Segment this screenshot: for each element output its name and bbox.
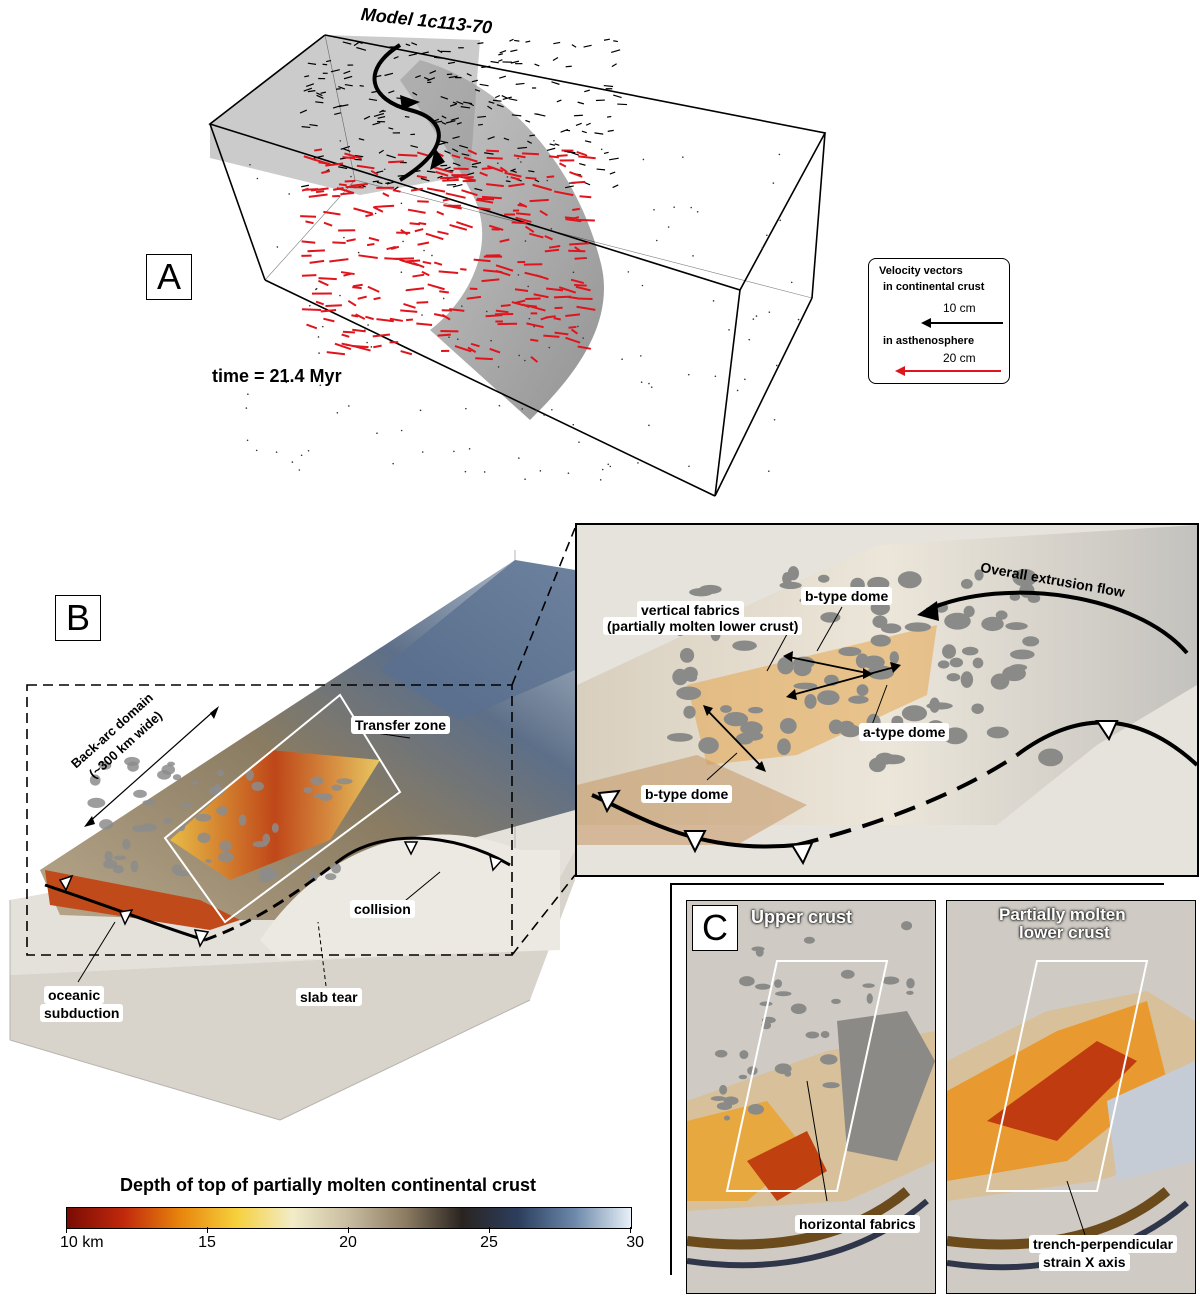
colorbar-tick-mark <box>348 1227 349 1233</box>
lower-crust-map-graphic <box>947 960 1195 1271</box>
partially-molten-lower-crust-map: Partially molten lower crust trench-perp… <box>946 900 1196 1294</box>
colorbar-tick-mark <box>66 1227 67 1233</box>
panel-b-letter: B <box>55 595 101 641</box>
upper-crust-map-graphic <box>687 921 935 1269</box>
flow-path-arrow <box>372 43 441 182</box>
vertical-fabrics-label-line2: (partially molten lower crust) <box>603 617 803 635</box>
depth-map-3d <box>9 527 576 1121</box>
panel-a-letter: A <box>146 254 192 300</box>
a-type-dome-label: a-type dome <box>859 723 950 741</box>
time-label: time = 21.4 Myr <box>212 366 342 386</box>
legend-crust-scale: 10 cm <box>943 301 976 315</box>
lower-crust-title-line2: lower crust <box>1019 923 1110 942</box>
colorbar: Depth of top of partially molten contine… <box>60 1175 644 1275</box>
panel-c-letter: C <box>692 905 738 951</box>
model-box-3d <box>208 34 827 497</box>
colorbar-gradient <box>66 1207 632 1229</box>
legend-asthenosphere-arrow <box>895 366 1001 376</box>
crust-velocity-vectors <box>245 38 800 481</box>
colorbar-tick-label: 30 <box>626 1234 644 1251</box>
strain-label-line2: strain X axis <box>1039 1253 1130 1271</box>
legend-asthenosphere-label: in asthenosphere <box>883 335 975 347</box>
colorbar-tick-label: 25 <box>480 1234 498 1251</box>
panel-c: Upper crust horizontal fabrics Partially… <box>670 883 1200 1297</box>
velocity-legend: Velocity vectors in continental crust 10… <box>868 258 1010 384</box>
colorbar-tick-label: 10 km <box>60 1234 104 1251</box>
colorbar-title: Depth of top of partially molten contine… <box>120 1175 537 1195</box>
colorbar-tick-mark <box>207 1227 208 1233</box>
colorbar-tick-mark <box>489 1227 490 1233</box>
legend-crust-arrow <box>921 318 1003 328</box>
slab-tear-label: slab tear <box>296 988 362 1006</box>
panel-b: B Back-arc domain (~300 km wide) Transfe… <box>0 520 1200 1140</box>
b-type-dome-top-label: b-type dome <box>801 587 893 605</box>
collision-label: collision <box>350 900 415 918</box>
lower-crust-title-line1: Partially molten <box>999 905 1126 924</box>
upper-crust-title: Upper crust <box>751 907 853 927</box>
panel-c-vertical-line <box>670 883 672 1275</box>
transfer-zone-outline <box>163 693 402 924</box>
b-type-dome-bottom-label: b-type dome <box>641 785 733 803</box>
upper-crust-map: Upper crust horizontal fabrics <box>686 900 936 1294</box>
inset-outline-box <box>26 684 513 956</box>
strain-label-line1: trench-perpendicular <box>1029 1235 1178 1253</box>
inset-panel: Overall extrusion flow b-type dome verti… <box>575 523 1199 877</box>
panel-c-divider <box>670 883 1164 885</box>
legend-asthenosphere-scale: 20 cm <box>943 351 976 365</box>
vertical-fabrics-label-line1: vertical fabrics <box>637 601 744 619</box>
legend-title-line1: Velocity vectors <box>879 265 963 277</box>
panel-a: Model 1c113-70 A time = 21.4 Myr Velocit… <box>0 0 1200 505</box>
horizontal-fabrics-label: horizontal fabrics <box>795 1215 920 1233</box>
oceanic-label-line1: oceanic <box>44 986 105 1004</box>
asthenosphere-velocity-vectors <box>300 148 596 363</box>
oceanic-label-line2: subduction <box>40 1004 124 1022</box>
colorbar-tick-mark <box>630 1227 631 1233</box>
colorbar-ticks: 10 km 15 20 25 30 <box>60 1227 644 1257</box>
trench-line <box>44 883 206 942</box>
inset-map <box>577 525 1197 866</box>
legend-title-line2: in continental crust <box>883 281 985 293</box>
colorbar-tick-label: 15 <box>198 1234 216 1251</box>
colorbar-tick-label: 20 <box>339 1234 357 1251</box>
transfer-zone-label: Transfer zone <box>351 716 451 734</box>
